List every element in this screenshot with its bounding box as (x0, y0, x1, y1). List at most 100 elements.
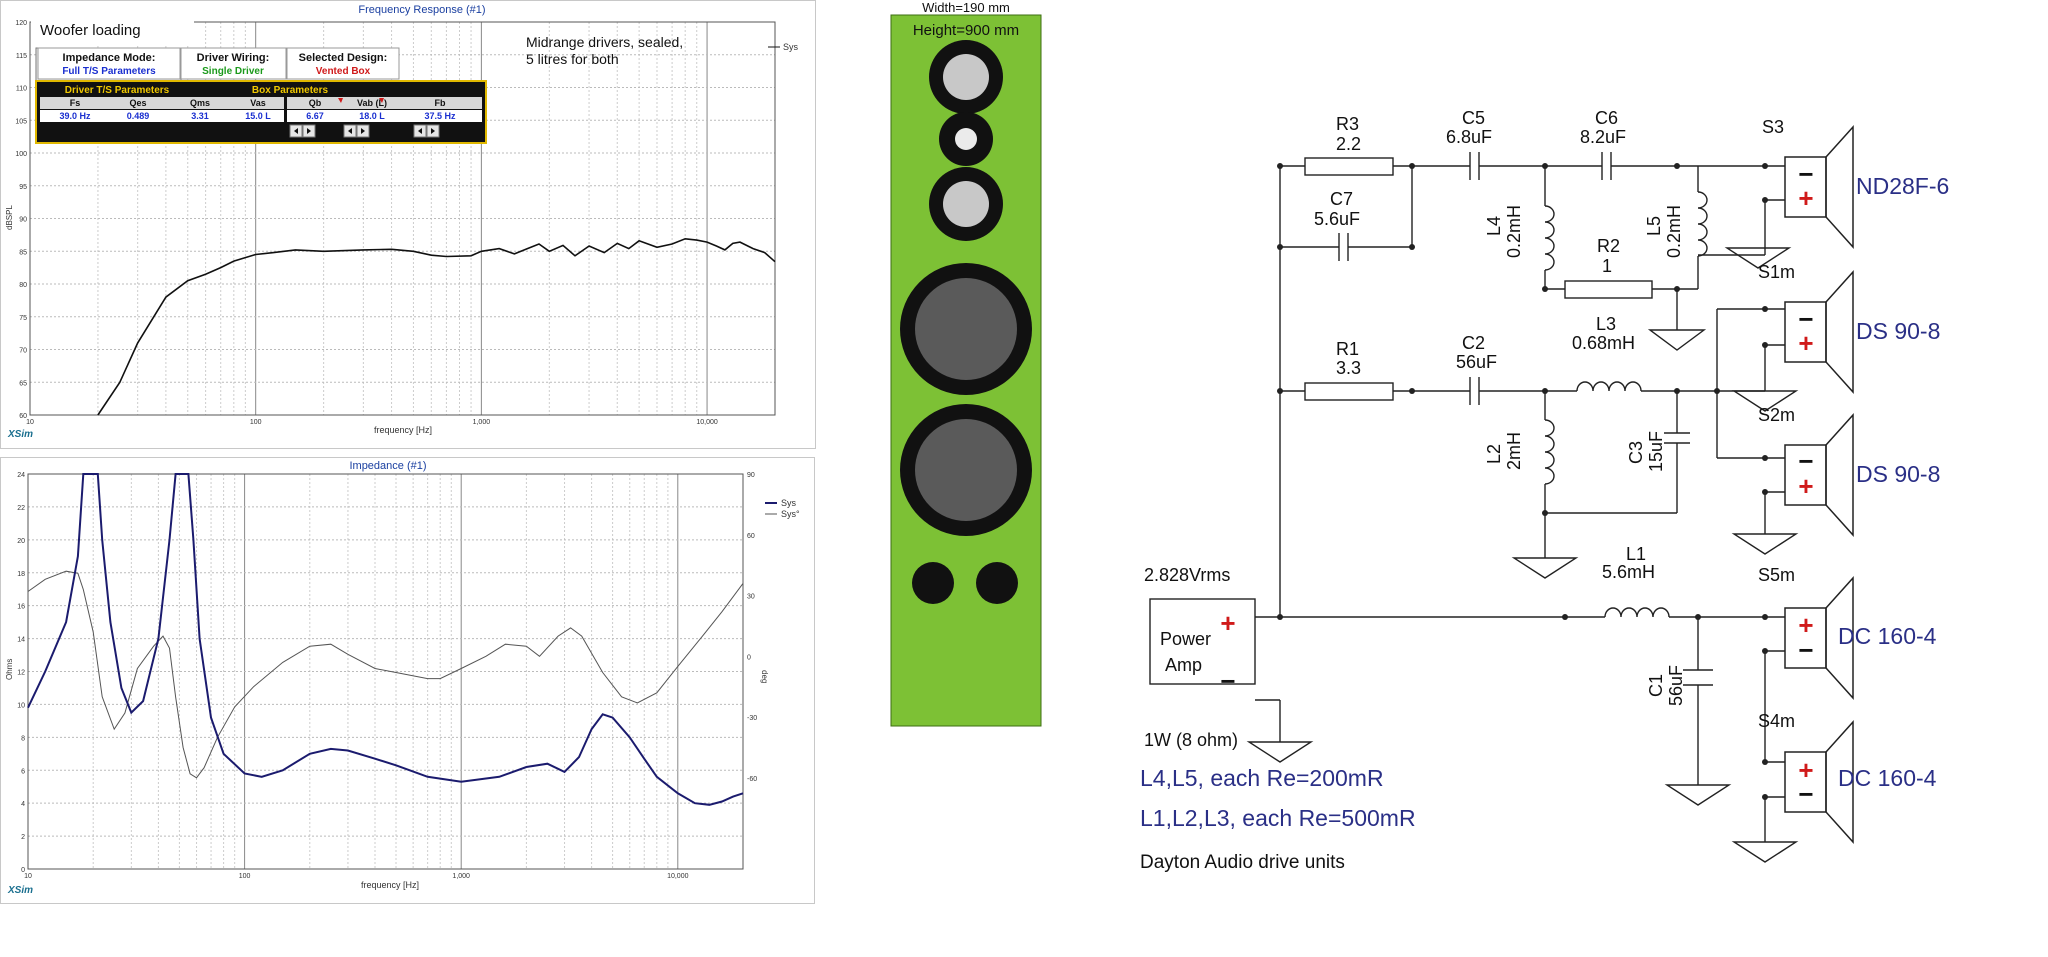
fr-y-tick: 120 (15, 20, 27, 27)
box-param-value[interactable]: 18.0 L (359, 111, 385, 121)
r3-value: 2.2 (1336, 134, 1361, 154)
woofer-loading-panel: Woofer loading Impedance Mode: Full T/S … (31, 17, 487, 144)
note-l1-l2-l3: L1,L2,L3, each Re=500mR (1140, 805, 1416, 831)
ts-param-value[interactable]: 0.489 (127, 111, 150, 121)
woofer-loading-title: Woofer loading (40, 22, 141, 39)
ts-param-value[interactable]: 15.0 L (245, 111, 271, 121)
baffle-drawing: Width=190 mm Height=900 mm (890, 0, 1042, 727)
imp-y-tick: 10 (17, 702, 25, 709)
fr-x-tick: 1,000 (473, 419, 491, 426)
selected-design-box[interactable] (286, 47, 400, 80)
impedance-mode-box[interactable] (37, 47, 181, 80)
baffle-height-label: Height=900 mm (913, 22, 1019, 39)
c7-value: 5.6uF (1314, 209, 1360, 229)
r2-value: 1 (1602, 256, 1612, 276)
stepper-left-button[interactable] (289, 124, 303, 138)
imp-y2-tick: 60 (747, 533, 755, 540)
s3-minus-icon: − (1798, 159, 1813, 189)
speaker-s4m-ref: S4m (1758, 711, 1795, 731)
l1-value: 5.6mH (1602, 562, 1655, 582)
ts-param-value[interactable]: 39.0 Hz (59, 111, 91, 121)
imp-y2-label: deg (760, 670, 769, 683)
small-driver-top (939, 112, 993, 166)
imp-title: Impedance (#1) (349, 460, 426, 472)
c2-value: 56uF (1456, 352, 1497, 372)
driver-wiring-value: Single Driver (202, 66, 264, 77)
ts-param-name: Vas (250, 98, 266, 108)
fr-y-tick: 60 (19, 413, 27, 420)
fr-y-tick: 80 (19, 282, 27, 289)
box-param-name: Vab (L) (357, 98, 387, 108)
imp-y-tick: 6 (21, 768, 25, 775)
imp-y2-tick: 0 (747, 654, 751, 661)
amp-label-line-1: Power (1160, 629, 1211, 649)
c5-value: 6.8uF (1446, 127, 1492, 147)
ts-param-name: Qms (190, 98, 210, 108)
imp-y-tick: 8 (21, 735, 25, 742)
c7-name: C7 (1330, 189, 1353, 209)
fr-y-tick: 115 (16, 53, 27, 60)
imp-plot-frame (27, 473, 744, 870)
fr-x-label: frequency [Hz] (374, 425, 432, 435)
speaker-s4m-model: DC 160-4 (1838, 765, 1937, 791)
fr-x-tick: 10,000 (696, 419, 718, 426)
ts-param-value[interactable]: 3.31 (191, 111, 209, 121)
woofer-driver-lower (900, 404, 1032, 536)
imp-x-tick: 10,000 (667, 873, 689, 880)
s2m-minus-icon: − (1798, 446, 1813, 476)
speaker-s2m-ref: S2m (1758, 405, 1795, 425)
frequency-response-window: Frequency Response (#1) 1201151101051009… (0, 0, 816, 449)
imp-y-label: Ohms (5, 659, 14, 680)
c1-name: C1 (1646, 674, 1666, 697)
port-right (976, 562, 1018, 604)
speaker-s5m-ref: S5m (1758, 565, 1795, 585)
fr-y-tick: 65 (19, 380, 27, 387)
imp-phase-curve (27, 570, 744, 779)
l4-name: L4 (1484, 216, 1504, 236)
fr-y-tick: 70 (19, 348, 27, 355)
l4-value: 0.2mH (1504, 205, 1524, 258)
fr-y-tick: 110 (16, 86, 27, 93)
stepper-right-button[interactable] (356, 124, 370, 138)
note-drive-units: Dayton Audio drive units (1140, 852, 1345, 873)
stepper-left-button[interactable] (413, 124, 427, 138)
impedance-mode-label: Impedance Mode: (63, 52, 156, 64)
fr-title: Frequency Response (#1) (358, 4, 485, 16)
l2-value: 2mH (1504, 432, 1524, 470)
fr-x-tick: 10 (26, 419, 34, 426)
c3-name: C3 (1626, 441, 1646, 464)
speaker-s3-model: ND28F-6 (1856, 173, 1949, 199)
box-param-value[interactable]: 6.67 (306, 111, 324, 121)
driver-wiring-box[interactable] (180, 47, 287, 80)
l5-name: L5 (1644, 216, 1664, 236)
imp-y-tick: 4 (21, 801, 25, 808)
fr-y-tick: 90 (19, 217, 27, 224)
imp-y2-tick: -60 (747, 776, 757, 783)
s4m-minus-icon: − (1798, 779, 1813, 809)
impedance-mode-value: Full T/S Parameters (62, 66, 156, 77)
imp-y-tick: 12 (17, 670, 25, 677)
box-param-value[interactable]: 37.5 Hz (424, 111, 456, 121)
stepper-left-button[interactable] (343, 124, 357, 138)
midrange-driver (929, 167, 1003, 241)
l2-name: L2 (1484, 444, 1504, 464)
imp-y-tick: 24 (17, 472, 25, 479)
fr-legend-sys: Sys (783, 42, 799, 52)
stepper-right-button[interactable] (302, 124, 316, 138)
woofer-driver-upper (900, 263, 1032, 395)
imp-x-label: frequency [Hz] (361, 880, 419, 890)
speaker-s2m-model: DS 90-8 (1856, 461, 1940, 487)
fr-plot-frame (29, 21, 776, 416)
stepper-right-button[interactable] (426, 124, 440, 138)
fr-annotation-line-1: Midrange drivers, sealed, (526, 34, 683, 50)
baffle-width-label: Width=190 mm (922, 0, 1010, 15)
note-l4-l5: L4,L5, each Re=200mR (1140, 765, 1384, 791)
r1-name: R1 (1336, 339, 1359, 359)
amp-plus-icon: + (1220, 608, 1235, 638)
r3-name: R3 (1336, 114, 1359, 134)
